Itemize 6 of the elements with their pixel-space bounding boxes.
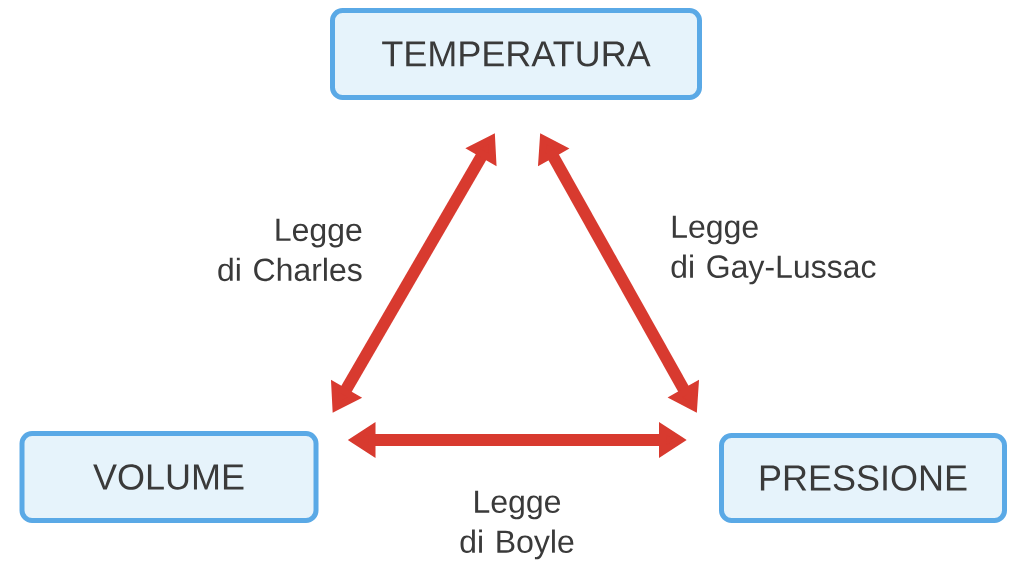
process-box: PRESSIONE [719, 433, 1007, 523]
edge-label: Legge di Gay-Lussac [671, 215, 876, 285]
process-box: TEMPERATURA [330, 8, 702, 100]
edge-label: Legge di Charles [218, 218, 362, 282]
process-box: VOLUME [19, 431, 319, 523]
edge-label: Legge di Boyle [460, 490, 574, 560]
